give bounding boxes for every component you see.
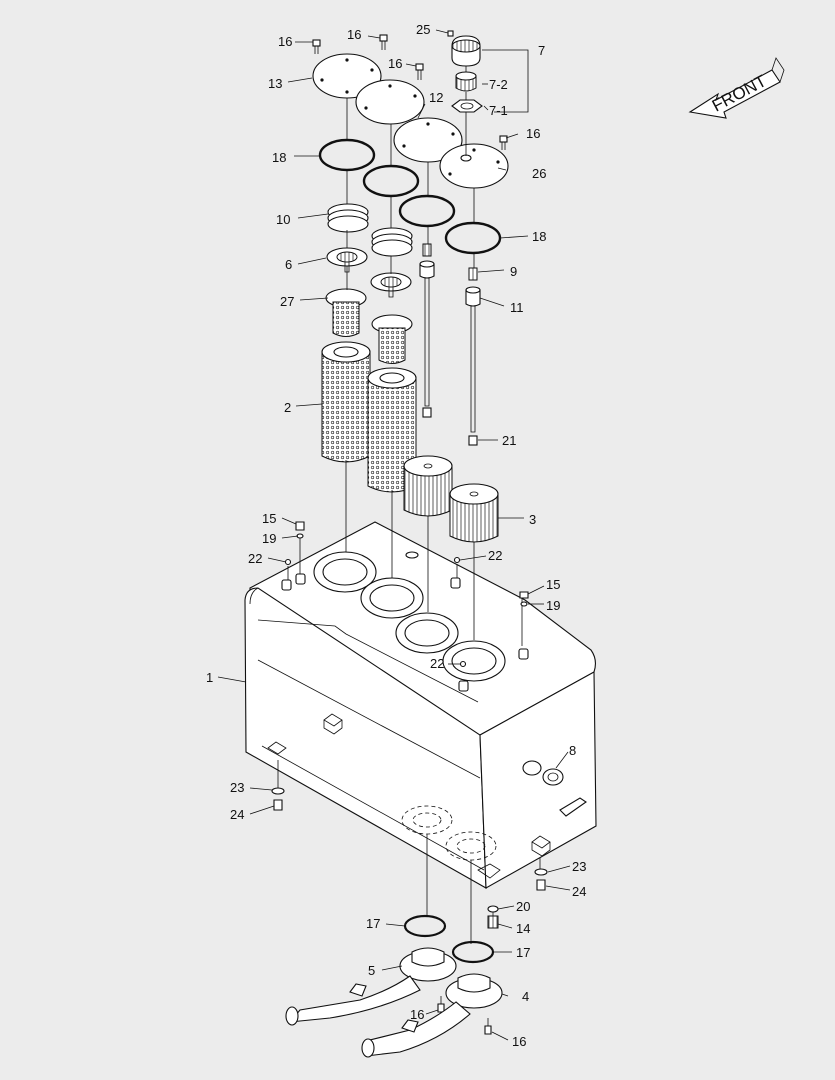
callout-19: 19 — [546, 598, 560, 613]
bolts-and-plugs — [271, 34, 548, 1035]
callout-10: 10 — [276, 212, 290, 227]
callout-numbers: 16 16 16 25 7 7-2 7-1 13 12 16 18 26 10 … — [206, 22, 586, 1049]
spring-10-b — [371, 227, 413, 257]
callout-24: 24 — [572, 884, 586, 899]
o-ring-18-b — [362, 164, 420, 198]
callout-16: 16 — [388, 56, 402, 71]
air-breather-assembly — [447, 30, 483, 113]
bypass-valve-6-b — [370, 272, 412, 298]
spring-10-a — [327, 203, 369, 233]
callout-14: 14 — [516, 921, 530, 936]
filter-element-2-a — [321, 341, 371, 463]
o-ring-17-b — [451, 940, 495, 964]
callout-12: 12 — [429, 90, 443, 105]
callout-17: 17 — [516, 945, 530, 960]
callout-16: 16 — [278, 34, 292, 49]
front-label: FRONT — [709, 71, 770, 115]
cover-plate-12-left — [355, 79, 425, 125]
callout-22: 22 — [248, 551, 262, 566]
callout-23: 23 — [572, 859, 586, 874]
rod-assembly-a — [419, 243, 435, 418]
strainer-27-b — [371, 314, 413, 364]
callout-15: 15 — [262, 511, 276, 526]
callout-23: 23 — [230, 780, 244, 795]
callout-leaders — [217, 29, 571, 1041]
strainer-27-a — [325, 288, 367, 337]
callout-1: 1 — [206, 670, 213, 685]
assembly-center-lines — [277, 66, 541, 1026]
callout-3: 3 — [529, 512, 536, 527]
callout-22: 22 — [430, 656, 444, 671]
hydraulic-tank-body — [244, 521, 597, 889]
filter-element-2-b — [367, 367, 417, 493]
return-filter-3-b — [449, 483, 499, 543]
callout-27: 27 — [280, 294, 294, 309]
front-arrow-icon: FRONT — [688, 57, 785, 119]
callout-16: 16 — [512, 1034, 526, 1049]
callout-15: 15 — [546, 577, 560, 592]
o-ring-18-a — [318, 138, 376, 172]
callout-22: 22 — [488, 548, 502, 563]
callout-16: 16 — [347, 27, 361, 42]
o-ring-17-a — [403, 914, 447, 938]
callout-17: 17 — [366, 916, 380, 931]
cover-plate-26 — [439, 143, 509, 189]
callout-26: 26 — [532, 166, 546, 181]
callout-7-2: 7-2 — [489, 77, 508, 92]
callout-16: 16 — [410, 1007, 424, 1022]
callout-8: 8 — [569, 743, 576, 758]
callout-4: 4 — [522, 989, 529, 1004]
callout-13: 13 — [268, 76, 282, 91]
callout-11: 11 — [510, 300, 524, 315]
return-filter-3-a — [403, 455, 453, 517]
callout-6: 6 — [285, 257, 292, 272]
suction-pipe-5 — [285, 947, 457, 1026]
callout-2: 2 — [284, 400, 291, 415]
callout-18: 18 — [532, 229, 546, 244]
callout-5: 5 — [368, 963, 375, 978]
callout-24: 24 — [230, 807, 244, 822]
rod-assembly-b — [465, 267, 481, 446]
callout-19: 19 — [262, 531, 276, 546]
callout-7: 7 — [538, 43, 545, 58]
callout-21: 21 — [502, 433, 516, 448]
callout-16: 16 — [526, 126, 540, 141]
callout-9: 9 — [510, 264, 517, 279]
suction-pipe-4 — [361, 973, 503, 1058]
callout-18: 18 — [272, 150, 286, 165]
o-ring-18-d — [444, 221, 502, 255]
callout-25: 25 — [416, 22, 430, 37]
callout-20: 20 — [516, 899, 530, 914]
callout-7-1: 7-1 — [489, 103, 508, 118]
o-ring-18-c — [398, 194, 456, 228]
